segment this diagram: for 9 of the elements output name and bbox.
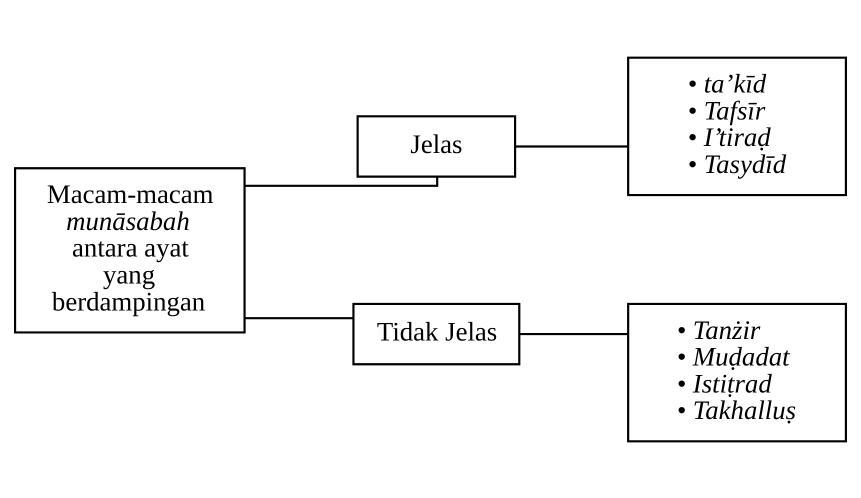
node-box: Macam-macam munāsabah antara ayat yang berdampingan	[14, 166, 246, 333]
node-box: Jelas	[356, 114, 516, 178]
node-box: • ta’kīd • Tafsīr • I’tiraḍ • Tasydīd	[627, 56, 848, 196]
node-box: • Tanżir • Muḍadat • Istiṭrad • Takhalluṣ	[627, 302, 848, 442]
connector	[519, 332, 628, 335]
node-box: Tidak Jelas	[352, 302, 520, 365]
connector	[244, 176, 438, 186]
connector	[244, 316, 354, 319]
connector	[515, 144, 628, 148]
